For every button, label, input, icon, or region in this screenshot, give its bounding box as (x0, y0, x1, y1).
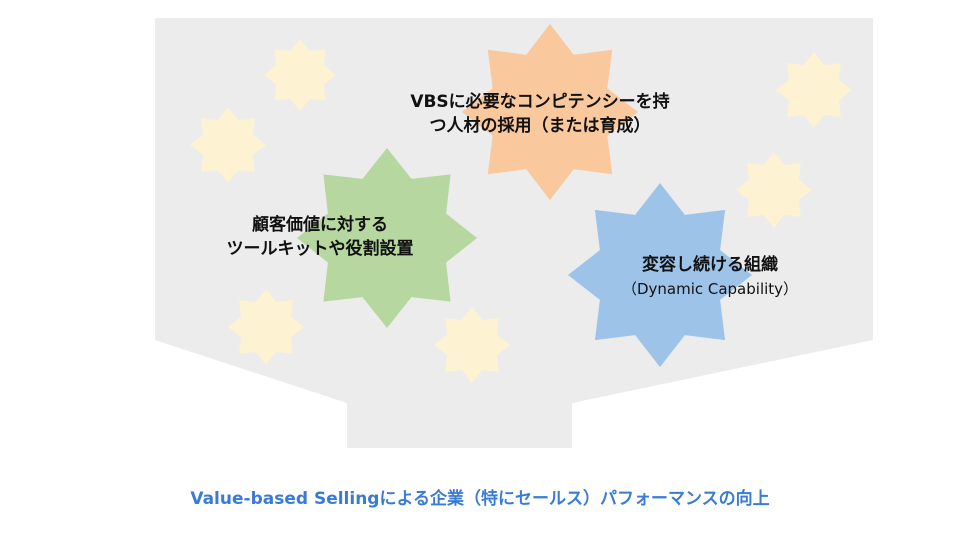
vbs-competency-star (462, 24, 638, 200)
small-star-top-right (776, 52, 852, 128)
toolkit-label-line1: 顧客価値に対する (252, 215, 388, 235)
small-star-left (190, 107, 266, 183)
small-star-right (736, 152, 812, 228)
organization-label: 変容し続ける組織 （Dynamic Capability） (590, 253, 830, 301)
organization-label-line1: 変容し続ける組織 (642, 255, 778, 275)
vbs-competency-label: VBSに必要なコンピテンシーを持 つ人材の採用（または育成） (380, 90, 700, 138)
toolkit-label-line2: ツールキットや役割設置 (226, 239, 414, 259)
funnel-shape (155, 18, 873, 448)
organization-star (568, 183, 752, 367)
vbs-label-line1: VBSに必要なコンピテンシーを持 (410, 92, 670, 112)
caption-text: Value-based Sellingによる企業（特にセールス）パフォーマンスの… (190, 489, 770, 509)
small-star-lower-left (228, 289, 304, 365)
organization-label-line2: （Dynamic Capability） (621, 280, 799, 298)
toolkit-star (297, 148, 477, 328)
small-star-top-left (264, 39, 336, 111)
toolkit-label: 顧客価値に対する ツールキットや役割設置 (200, 213, 440, 261)
small-star-bottom-mid (434, 307, 510, 383)
vbs-label-line2: つ人材の採用（または育成） (429, 116, 651, 136)
